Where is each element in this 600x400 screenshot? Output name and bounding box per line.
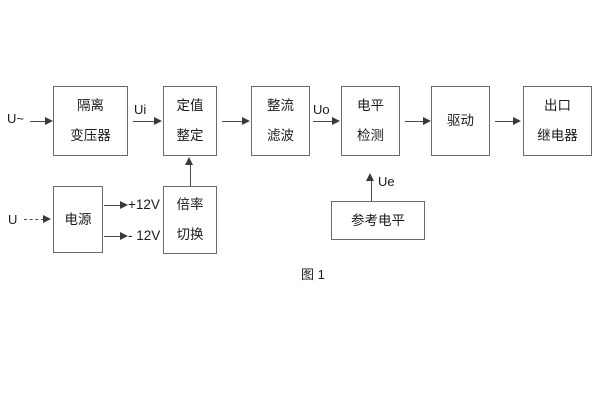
signal-label-uo: Uo (313, 102, 330, 117)
signal-label-ue: Ue (378, 174, 395, 189)
block-reference-level: 参考电平 (331, 201, 425, 240)
arrowhead-setpoint-to-rectify (242, 116, 250, 125)
input-label-dc: U (8, 212, 18, 227)
connector-input-to-transformer (30, 121, 46, 122)
block-multiplier-switch-line-1: 倍率 (176, 197, 204, 213)
arrowhead-reference-to-level (366, 173, 374, 181)
block-level-detection-line-1: 电平 (357, 98, 384, 114)
block-multiplier-switch: 倍率 切换 (163, 186, 217, 254)
block-level-detection: 电平 检测 (341, 86, 400, 156)
figure-caption: 图 1 (301, 267, 325, 282)
rail-label-negative: - 12V (128, 228, 161, 243)
connector-rail-positive (104, 205, 122, 206)
block-isolation-transformer-line-2: 变压器 (70, 128, 111, 143)
block-output-relay-line-1: 出口 (544, 98, 571, 114)
block-output-relay: 出口 继电器 (523, 86, 592, 156)
block-isolation-transformer: 隔离 变压器 (53, 86, 128, 156)
block-rectify-filter-line-1: 整流 (267, 98, 294, 114)
block-output-relay-line-2: 继电器 (537, 128, 578, 143)
connector-level-to-drive (405, 121, 425, 122)
block-level-detection-line-2: 检测 (357, 128, 384, 143)
connector-rectify-to-level (313, 121, 333, 122)
connector-multiplier-to-setpoint (189, 164, 191, 186)
block-power-supply: 电源 (53, 186, 103, 253)
block-setpoint-setting-line-1: 定值 (176, 98, 204, 114)
arrowhead-input-to-power-supply (43, 214, 51, 223)
connector-drive-to-relay (495, 121, 515, 122)
block-rectify-filter: 整流 滤波 (251, 86, 310, 156)
arrowhead-multiplier-to-setpoint (185, 157, 193, 165)
block-drive: 驱动 (431, 86, 490, 156)
signal-label-ui: Ui (134, 102, 147, 117)
block-setpoint-setting: 定值 整定 (163, 86, 217, 156)
block-power-supply-line-1: 电源 (64, 211, 92, 227)
arrowhead-input-to-transformer (45, 116, 53, 125)
arrowhead-transformer-to-setpoint (154, 116, 162, 125)
arrowhead-level-to-drive (423, 116, 431, 125)
rail-label-positive: +12V (128, 197, 160, 212)
block-isolation-transformer-line-1: 隔离 (77, 98, 104, 114)
arrowhead-rail-negative (120, 231, 128, 240)
connector-input-to-power-supply (24, 219, 44, 220)
connector-reference-to-level (370, 180, 372, 201)
block-multiplier-switch-line-2: 切换 (176, 227, 204, 242)
block-setpoint-setting-line-2: 整定 (176, 128, 204, 143)
connector-rail-negative (104, 236, 122, 237)
connector-setpoint-to-rectify (222, 121, 244, 122)
arrowhead-drive-to-relay (513, 116, 521, 125)
arrowhead-rectify-to-level (332, 116, 340, 125)
block-reference-level-line-1: 参考电平 (351, 212, 405, 228)
input-label-ac: U~ (7, 111, 24, 126)
block-rectify-filter-line-2: 滤波 (267, 128, 294, 143)
connector-transformer-to-setpoint (133, 121, 155, 122)
block-drive-line-1: 驱动 (447, 113, 474, 129)
arrowhead-rail-positive (120, 200, 128, 209)
